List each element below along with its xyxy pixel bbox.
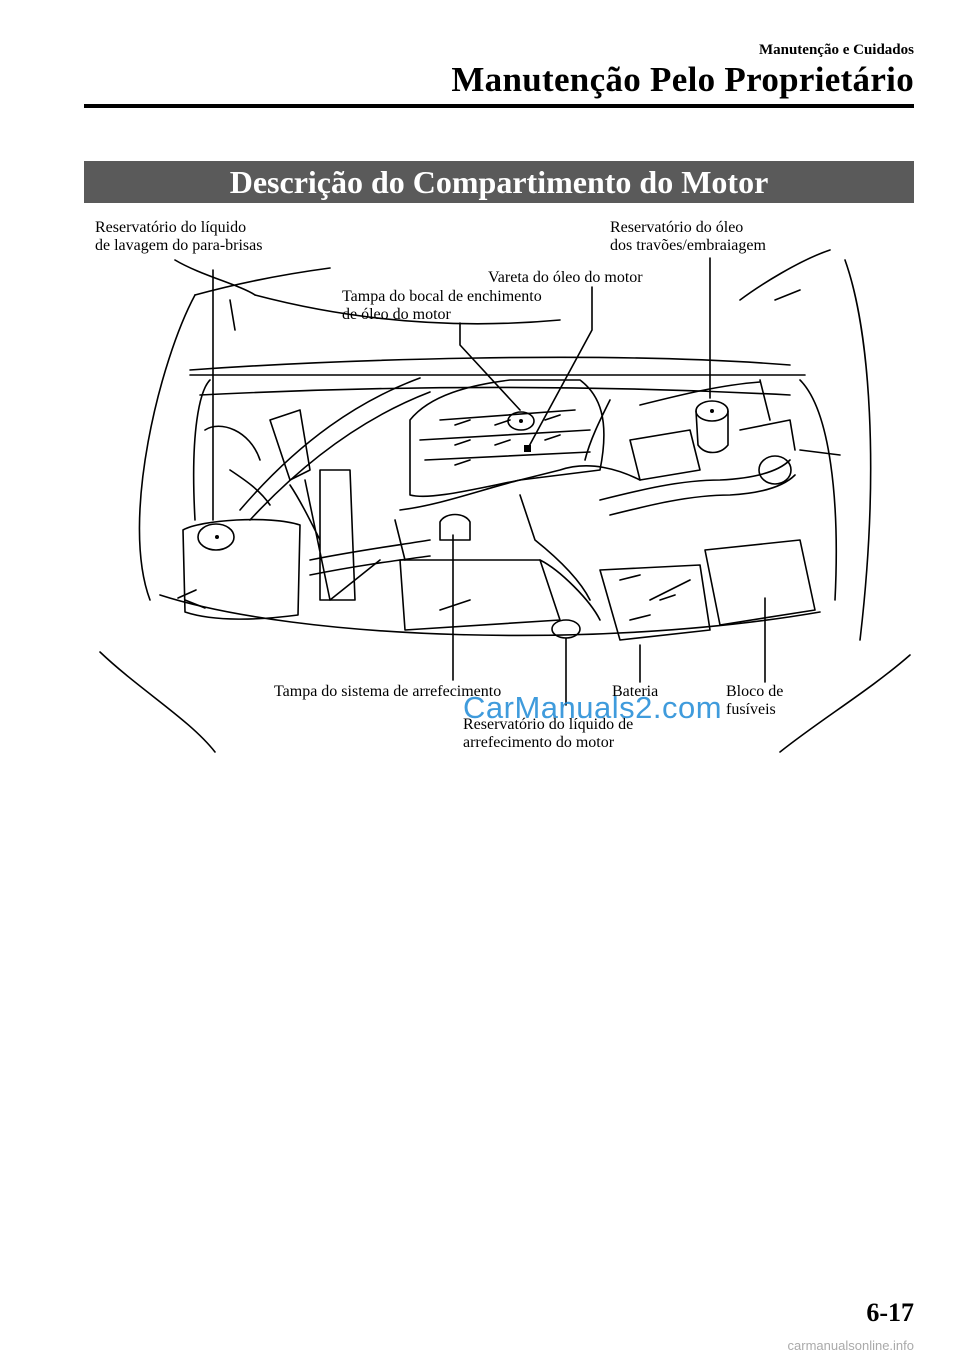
- cowl-line: [194, 267, 331, 296]
- battery-body: [599, 564, 711, 641]
- page-title: Manutenção Pelo Proprietário: [451, 60, 914, 99]
- hood-left-edge: [138, 294, 196, 601]
- washer-reservoir-cap: [197, 523, 235, 551]
- label-oil-filler-cap: Tampa do bocal de enchimento de óleo do …: [342, 288, 542, 323]
- leader-oil-cap: [459, 322, 521, 411]
- page-number: 6-17: [866, 1298, 914, 1327]
- label-brake-clutch-reservoir: Reservatório do óleo dos travões/embraia…: [610, 219, 766, 254]
- hood-hinge-left: [174, 259, 256, 331]
- label-fuse-block: Bloco de fusíveis: [726, 683, 784, 718]
- fuse-block-body: [704, 539, 816, 626]
- label-dipstick: Vareta do óleo do motor: [488, 269, 643, 286]
- label-coolant-reservoir: Reservatório do líquido de arrefecimento…: [463, 716, 634, 751]
- firewall: [189, 356, 791, 371]
- bumper-line: [159, 594, 821, 637]
- cowl-top: [254, 294, 561, 325]
- watermark: CarManuals2.com: [463, 690, 723, 725]
- leader-dipstick: [526, 286, 593, 451]
- cooling-system-cap: [439, 513, 471, 541]
- washer-reservoir-body: [182, 518, 301, 620]
- section-header: Manutenção e Cuidados: [758, 42, 914, 58]
- right-fender-line: [779, 654, 911, 753]
- footer-watermark: carmanualsonline.info: [787, 1338, 914, 1353]
- hood-right-edge: [844, 259, 872, 641]
- label-battery: Bateria: [612, 683, 659, 700]
- section-banner: Descrição do Compartimento do Motor: [84, 161, 914, 203]
- hood-hinge-right: [739, 249, 831, 301]
- label-cooling-cap: Tampa do sistema de arrefecimento: [274, 683, 502, 700]
- left-fender-line: [99, 651, 216, 753]
- label-washer-reservoir: Reservatório do líquido de lavagem do pa…: [95, 219, 263, 254]
- header-rule: [84, 104, 914, 108]
